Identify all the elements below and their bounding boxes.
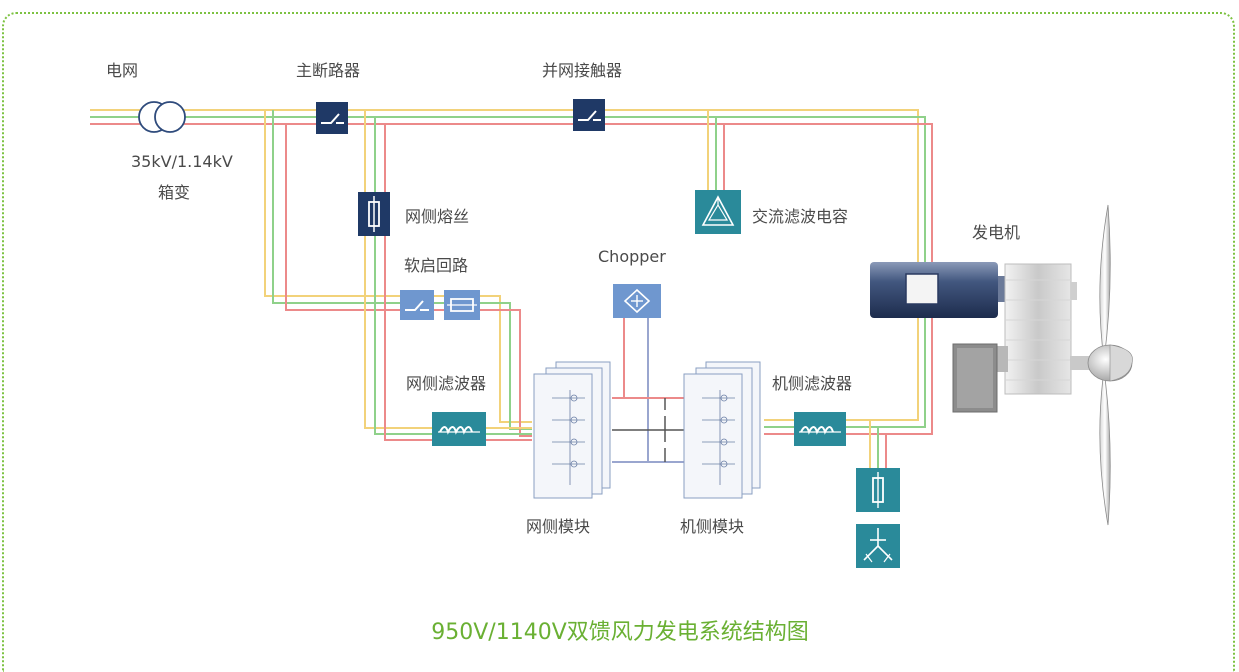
label-grid-contactor: 并网接触器 (542, 61, 622, 80)
label-chopper: Chopper (598, 247, 666, 266)
generator-icon (870, 262, 1008, 318)
crowbar-thyristor-icon (856, 524, 900, 568)
label-main-breaker: 主断路器 (296, 61, 360, 80)
label-ac-filter-capacitor: 交流滤波电容 (752, 207, 848, 226)
main-breaker-icon (316, 102, 348, 134)
gearbox-icon (996, 263, 1077, 395)
grid-module-stack (533, 361, 611, 499)
wiring (90, 109, 933, 468)
transformer-icon (138, 101, 186, 133)
label-grid-filter: 网侧滤波器 (406, 374, 486, 393)
ac-filter-capacitor-icon (695, 190, 741, 234)
label-grid: 电网 (106, 61, 138, 80)
label-grid-fuse: 网侧熔丝 (405, 207, 469, 226)
soft-start-switch-icon (400, 290, 434, 320)
grid-contactor-icon (573, 99, 605, 131)
label-gen-module: 机侧模块 (680, 517, 744, 536)
chopper-icon (613, 284, 661, 318)
gen-module-stack (683, 361, 761, 499)
grid-filter-icon (432, 412, 486, 446)
label-gen-filter: 机侧滤波器 (772, 374, 852, 393)
label-grid-module: 网侧模块 (526, 517, 590, 536)
soft-start-resistor-icon (444, 290, 480, 320)
label-soft-start: 软启回路 (404, 256, 468, 275)
label-generator: 发电机 (972, 223, 1020, 242)
gen-filter-icon (794, 412, 846, 446)
label-transformer-name: 箱变 (158, 183, 190, 202)
gearbox-base-icon (952, 343, 998, 413)
diagram-caption: 950V/1140V双馈风力发电系统结构图 (431, 620, 809, 645)
label-transformer-rating: 35kV/1.14kV (131, 152, 233, 171)
diagram-frame (2, 12, 1235, 672)
grid-fuse-icon (358, 192, 390, 236)
wind-rotor-icon (1070, 204, 1133, 526)
crowbar-resistor-icon (856, 468, 900, 512)
